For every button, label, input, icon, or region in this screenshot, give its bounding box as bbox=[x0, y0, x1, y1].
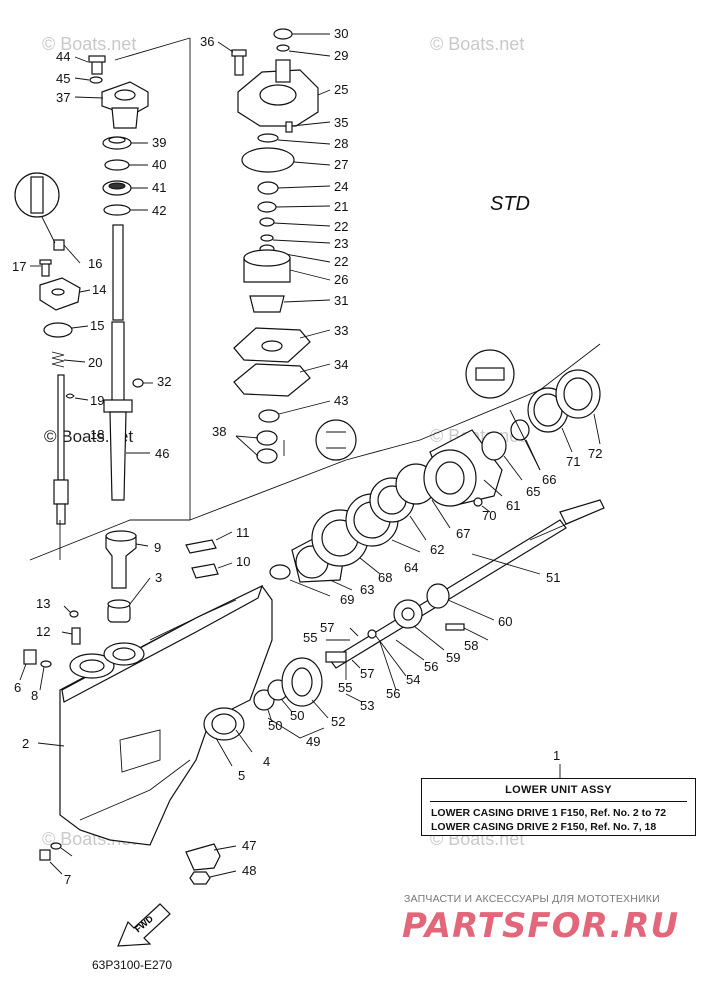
legend-title: LOWER UNIT ASSY bbox=[505, 784, 612, 796]
water-pump-assembly bbox=[189, 28, 357, 521]
callout-label: 2 bbox=[22, 736, 29, 751]
callout-label: 45 bbox=[56, 71, 70, 86]
callout-label: 63 bbox=[360, 582, 374, 597]
casing-small-parts bbox=[19, 530, 233, 691]
callout-label: 34 bbox=[334, 357, 348, 372]
callout-label: 53 bbox=[360, 698, 374, 713]
callout-label: 67 bbox=[456, 526, 470, 541]
legend-line: LOWER CASING DRIVE 1 F150, Ref. No. 2 to… bbox=[431, 807, 667, 819]
callout-label: 32 bbox=[157, 374, 171, 389]
callout-label: 12 bbox=[36, 624, 50, 639]
callout-label: 21 bbox=[334, 199, 348, 214]
callout-numbers: 1 2 3 4 5 6 7 8 9 10 11 12 13 14 15 16 1… bbox=[12, 26, 602, 887]
callout-label: 66 bbox=[542, 472, 556, 487]
std-label: STD bbox=[490, 193, 530, 215]
callout-label: 24 bbox=[334, 179, 348, 194]
callout-label: 29 bbox=[334, 48, 348, 63]
legend-divider bbox=[430, 801, 687, 802]
callout-label: 68 bbox=[378, 570, 392, 585]
callout-label: 58 bbox=[464, 638, 478, 653]
callout-label: 30 bbox=[334, 26, 348, 41]
callout-label: 3 bbox=[155, 570, 162, 585]
callout-label: 44 bbox=[56, 49, 70, 64]
callout-label: 9 bbox=[154, 540, 161, 555]
fwd-arrow-icon: FWD bbox=[117, 903, 171, 947]
callout-label: 69 bbox=[340, 592, 354, 607]
callout-label: 65 bbox=[526, 484, 540, 499]
callout-label: 28 bbox=[334, 136, 348, 151]
callout-label: 1 bbox=[553, 748, 560, 763]
callout-label: 38 bbox=[212, 424, 226, 439]
callout-label: 72 bbox=[588, 446, 602, 461]
callout-label: 62 bbox=[430, 542, 444, 557]
callout-label: 54 bbox=[406, 672, 420, 687]
callout-label: 17 bbox=[12, 259, 26, 274]
callout-label: 33 bbox=[334, 323, 348, 338]
callout-label: 22 bbox=[334, 219, 348, 234]
callout-label: 41 bbox=[152, 180, 166, 195]
watermark-text: © Boats.net bbox=[42, 34, 136, 54]
drawing-code: 63P3100-E270 bbox=[92, 958, 173, 972]
callout-label: 71 bbox=[566, 454, 580, 469]
callout-label: 13 bbox=[36, 596, 50, 611]
callout-label: 59 bbox=[446, 650, 460, 665]
lower-casing bbox=[37, 584, 273, 875]
callout-label: 70 bbox=[482, 508, 496, 523]
callout-label: 48 bbox=[242, 863, 256, 878]
callout-label: 56 bbox=[424, 659, 438, 674]
callout-label: 18 bbox=[90, 427, 104, 442]
callout-label: 27 bbox=[334, 157, 348, 172]
callout-label: 56 bbox=[386, 686, 400, 701]
callout-label: 37 bbox=[56, 90, 70, 105]
callout-label: 11 bbox=[236, 525, 250, 540]
callout-label: 64 bbox=[404, 560, 418, 575]
callout-label: 50 bbox=[268, 718, 282, 733]
callout-label: 7 bbox=[64, 872, 71, 887]
brand-logo: PARTSFOR.RU bbox=[402, 906, 680, 946]
callout-label: 19 bbox=[90, 393, 104, 408]
callout-label: 46 bbox=[155, 446, 169, 461]
callout-label: 15 bbox=[90, 318, 104, 333]
callout-label: 31 bbox=[334, 293, 348, 308]
callout-label: 6 bbox=[14, 680, 21, 695]
callout-label: 55 bbox=[338, 680, 352, 695]
callout-label: 50 bbox=[290, 708, 304, 723]
callout-label: 35 bbox=[334, 115, 348, 130]
callout-label: 20 bbox=[88, 355, 102, 370]
callout-label: 43 bbox=[334, 393, 348, 408]
callout-label: 61 bbox=[506, 498, 520, 513]
callout-label: 55 bbox=[303, 630, 317, 645]
brand-tagline: ЗАПЧАСТИ И АКСЕССУАРЫ ДЛЯ МОТОТЕХНИКИ bbox=[404, 893, 660, 905]
callout-label: 52 bbox=[331, 714, 345, 729]
callout-label: 40 bbox=[152, 157, 166, 172]
callout-label: 47 bbox=[242, 838, 256, 853]
callout-label: 42 bbox=[152, 203, 166, 218]
callout-label: 22 bbox=[334, 254, 348, 269]
callout-label: 60 bbox=[498, 614, 512, 629]
callout-label: 23 bbox=[334, 236, 348, 251]
callout-label: 14 bbox=[92, 282, 106, 297]
legend-line: LOWER CASING DRIVE 2 F150, Ref. No. 7, 1… bbox=[431, 821, 657, 833]
callout-label: 10 bbox=[236, 554, 250, 569]
callout-label: 49 bbox=[306, 734, 320, 749]
callout-label: 57 bbox=[360, 666, 374, 681]
propeller-shaft-assembly bbox=[203, 343, 605, 767]
watermark-text: © Boats.net bbox=[430, 34, 524, 54]
callout-label: 36 bbox=[200, 34, 214, 49]
callout-label: 51 bbox=[546, 570, 560, 585]
callout-label: 25 bbox=[334, 82, 348, 97]
callout-label: 4 bbox=[263, 754, 270, 769]
callout-label: 5 bbox=[238, 768, 245, 783]
callout-label: 57 bbox=[320, 620, 334, 635]
legend-box: LOWER UNIT ASSY LOWER CASING DRIVE 1 F15… bbox=[421, 778, 696, 836]
callout-label: 26 bbox=[334, 272, 348, 287]
callout-label: 8 bbox=[31, 688, 38, 703]
callout-label: 16 bbox=[88, 256, 102, 271]
callout-label: 39 bbox=[152, 135, 166, 150]
shift-rod-assembly bbox=[14, 37, 191, 561]
pinion-gear bbox=[185, 843, 237, 885]
